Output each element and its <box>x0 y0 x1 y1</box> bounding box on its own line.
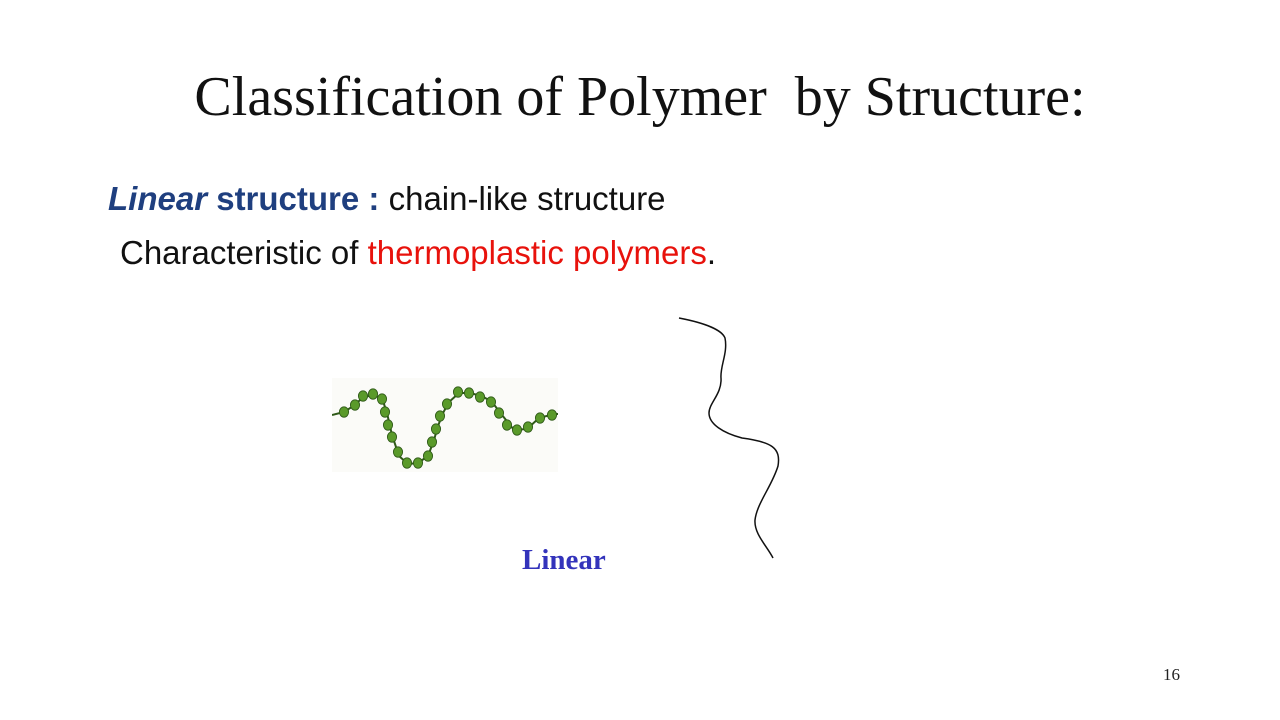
monomer-bead <box>511 424 523 436</box>
slide-title: Classification of Polymer by Structure: <box>194 66 1086 128</box>
monomer-bead <box>386 431 398 443</box>
linear-polymer-bead-chain-image <box>332 378 558 472</box>
monomer-bead <box>422 450 434 462</box>
thermoplastic-highlight: thermoplastic polymers <box>367 234 707 271</box>
monomer-bead <box>430 423 442 435</box>
page-number: 16 <box>1163 665 1180 684</box>
linear-chain-line-drawing <box>678 317 780 559</box>
monomer-bead <box>382 419 394 431</box>
monomer-bead <box>463 387 475 399</box>
definition-text: chain-like structure <box>388 180 666 217</box>
characteristic-line: Characteristic of thermoplastic polymers… <box>120 232 716 274</box>
monomer-bead <box>474 391 486 403</box>
monomer-bead <box>367 388 379 400</box>
monomer-bead <box>379 406 391 418</box>
monomer-bead <box>338 406 350 418</box>
figure-caption-linear: Linear <box>522 544 606 576</box>
monomer-bead <box>357 390 369 402</box>
monomer-bead <box>534 412 546 424</box>
monomer-bead <box>441 398 453 410</box>
monomer-bead <box>485 396 497 408</box>
characteristic-suffix: . <box>706 234 717 271</box>
monomer-bead <box>412 457 424 469</box>
monomer-bead <box>376 393 388 405</box>
chain-curve-path <box>678 317 780 559</box>
monomer-bead <box>493 407 505 419</box>
monomer-bead <box>349 399 361 411</box>
monomer-bead <box>501 419 513 431</box>
linear-structure-definition: Linear structure : chain-like structure <box>108 178 666 220</box>
characteristic-prefix: Characteristic of <box>120 234 368 271</box>
monomer-bead <box>522 421 534 433</box>
monomer-bead <box>434 410 446 422</box>
monomer-bead <box>401 457 413 469</box>
term-structure-label: structure : <box>207 180 389 217</box>
monomer-bead <box>392 446 404 458</box>
bead-group <box>338 386 558 469</box>
monomer-bead <box>546 409 558 421</box>
monomer-bead <box>452 386 464 398</box>
monomer-bead <box>426 436 438 448</box>
term-linear: Linear <box>108 180 208 217</box>
